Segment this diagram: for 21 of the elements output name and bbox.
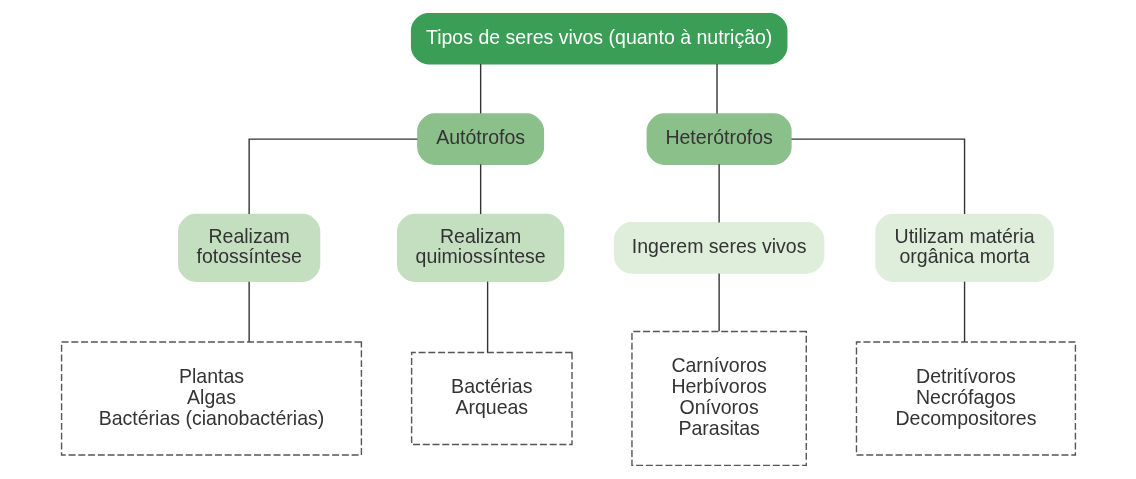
connector: [790, 138, 965, 215]
node-box: Heterótrofos: [646, 113, 792, 165]
connector: [715, 63, 718, 115]
node-box: Utilizam matéria orgânica morta: [874, 213, 1054, 283]
connector: [717, 163, 720, 224]
connector: [247, 138, 418, 215]
connector: [963, 280, 965, 343]
node-box: Autótrofos: [416, 113, 544, 165]
node-box: Detritívoros Necrófagos Decompositores: [855, 341, 1076, 456]
node-box: Plantas Algas Bactérias (cianobactérias): [60, 341, 362, 456]
node-box: Bactérias Arqueas: [410, 351, 573, 446]
connector: [479, 63, 481, 115]
connector: [247, 280, 250, 343]
node-box: Ingerem seres vivos: [613, 222, 824, 274]
connector: [479, 163, 481, 215]
connector: [486, 280, 488, 353]
connector: [717, 272, 720, 332]
node-box: Realizam quimiossíntese: [396, 213, 564, 283]
node-box: Tipos de seres vivos (quanto à nutrição): [410, 12, 787, 65]
node-box: Realizam fotossíntese: [177, 213, 320, 283]
node-box: Carnívoros Herbívoros Onívoros Parasitas: [630, 330, 807, 467]
